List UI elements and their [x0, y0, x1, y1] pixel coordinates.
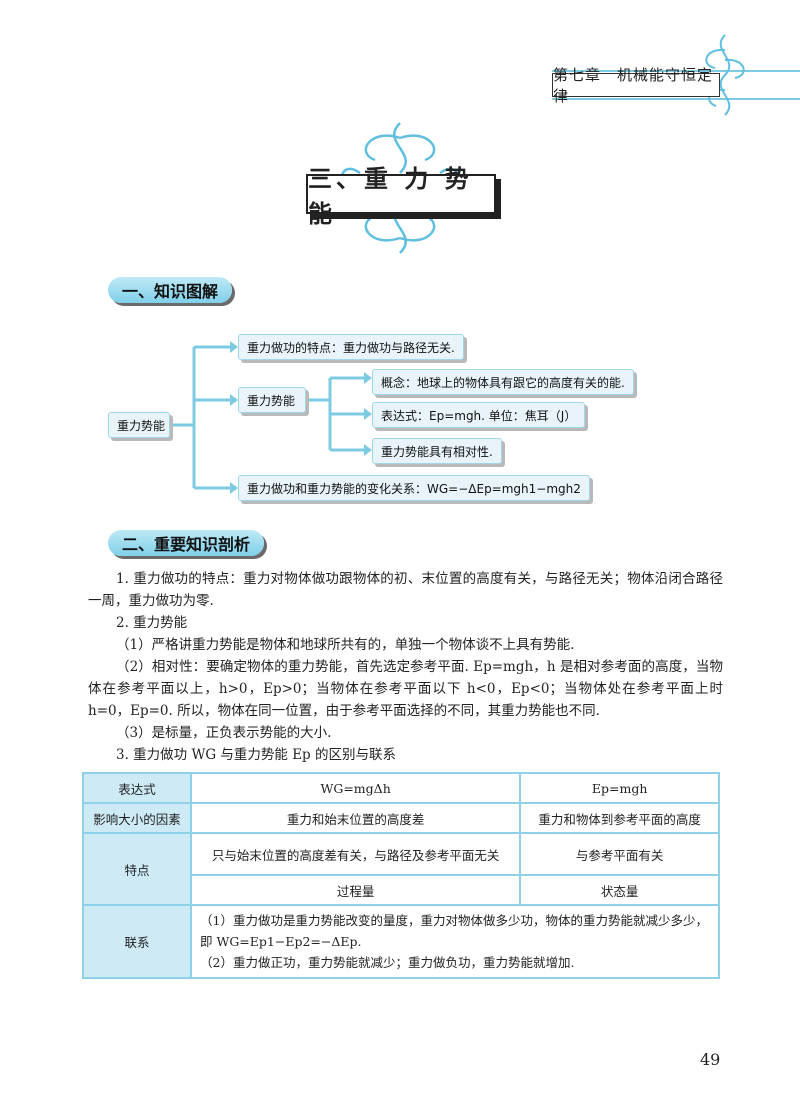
diagram-leaf-concept: 概念：地球上的物体具有跟它的高度有关的能.: [372, 369, 634, 395]
page-title: 三、重 力 势 能: [306, 165, 496, 228]
table-cell: 重力和始末位置的高度差: [189, 802, 522, 834]
table-row: 联系 （1）重力做功是重力势能改变的量度，重力对物体做多少功，物体的重力势能就减…: [82, 904, 720, 979]
diagram-leaf-relativity: 重力势能具有相对性.: [372, 438, 502, 464]
section-heading: 二、重要知识剖析: [108, 530, 265, 556]
concept-diagram: 重力势能 重力做功的特点：重力做功与路径无关. 重力势能 概念：地球上的物体具有…: [108, 328, 634, 508]
paragraph: （1）严格讲重力势能是物体和地球所共有的，单独一个物体谈不上具有势能.: [116, 637, 575, 653]
table-cell: WG=mgΔh: [189, 772, 522, 804]
table-cell: Ep=mgh: [519, 772, 720, 804]
paragraph: 2. 重力势能: [116, 615, 188, 631]
diagram-branch-work: 重力做功的特点：重力做功与路径无关.: [238, 334, 464, 360]
header-rule: [552, 70, 800, 100]
table-cell: 与参考平面有关: [519, 832, 720, 876]
section-heading: 一、知识图解: [108, 277, 233, 303]
table-row: 过程量 状态量: [83, 874, 720, 906]
table-label: 联系: [82, 904, 192, 979]
table-cell: 状态量: [519, 874, 720, 906]
table-label: 表达式: [82, 772, 192, 804]
table-row: 特点 只与始末位置的高度差有关，与路径及参考平面无关 与参考平面有关: [82, 832, 720, 906]
table-cell: 过程量: [189, 874, 522, 906]
relation-line: （1）重力做功是重力势能改变的量度，重力对物体做多少功，物体的重力势能就减少多少…: [200, 913, 708, 949]
table-cell: （1）重力做功是重力势能改变的量度，重力对物体做多少功，物体的重力势能就减少多少…: [190, 904, 720, 979]
relation-line: （2）重力做正功，重力势能就减少；重力做负功，重力势能就增加.: [200, 955, 575, 970]
table-cell: 重力和物体到参考平面的高度: [519, 802, 720, 834]
diagram-branch-relation: 重力做功和重力势能的变化关系：WG=−ΔEp=mgh1−mgh2: [238, 475, 590, 501]
diagram-branch-potential: 重力势能: [238, 387, 306, 413]
paragraph: （2）相对性：要确定物体的重力势能，首先选定参考平面. Ep=mgh，h 是相对…: [88, 659, 723, 719]
table-row: 表达式 WG=mgΔh Ep=mgh: [82, 772, 720, 804]
comparison-table: 表达式 WG=mgΔh Ep=mgh 影响大小的因素 重力和始末位置的高度差 重…: [82, 772, 720, 979]
table-row: 影响大小的因素 重力和始末位置的高度差 重力和物体到参考平面的高度: [82, 802, 720, 834]
page-number: 49: [700, 1050, 721, 1069]
table-cell: 只与始末位置的高度差有关，与路径及参考平面无关: [189, 832, 522, 876]
table-label: 特点: [82, 832, 192, 906]
paragraph: （3）是标量，正负表示势能的大小.: [116, 725, 332, 741]
paragraph: 3. 重力做功 WG 与重力势能 Ep 的区别与联系: [116, 747, 396, 763]
table-label: 影响大小的因素: [82, 802, 192, 834]
diagram-leaf-formula: 表达式：Ep=mgh. 单位：焦耳（J）: [372, 402, 586, 428]
diagram-root: 重力势能: [108, 412, 170, 438]
diagram-connectors: [172, 341, 372, 494]
paragraph: 1. 重力做功的特点：重力对物体做功跟物体的初、末位置的高度有关，与路径无关；物…: [88, 571, 723, 609]
chapter-title: 第七章 机械能守恒定律: [552, 66, 720, 105]
